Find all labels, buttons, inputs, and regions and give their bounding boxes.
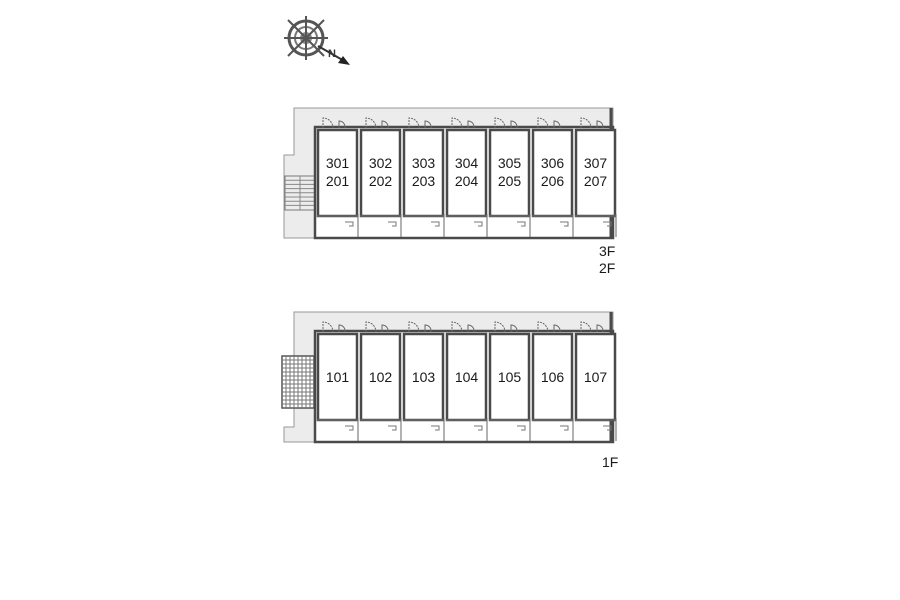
unit-number: 102 <box>369 369 393 385</box>
unit-107: 107 <box>574 321 617 441</box>
unit-106: 106 <box>531 321 574 441</box>
door-swing-icon <box>553 120 561 129</box>
unit-number-lower: 203 <box>412 173 436 189</box>
ac-unit-icon <box>345 221 354 227</box>
unit-number-upper: 307 <box>584 155 608 171</box>
ac-unit-icon <box>431 425 440 431</box>
unit-room-outline <box>445 128 488 218</box>
unit-number-upper: 304 <box>455 155 479 171</box>
unit-number-upper: 306 <box>541 155 565 171</box>
ac-unit-icon <box>603 425 612 431</box>
door-swing-icon <box>408 321 420 333</box>
unit-103: 103 <box>402 321 445 441</box>
lower-floor-block: 101 102 103 104 105 106 107 1F <box>281 311 618 470</box>
door-swing-icon <box>510 324 518 333</box>
unit-room-outline <box>316 332 359 422</box>
door-swing-icon <box>322 117 334 129</box>
ac-unit-icon <box>388 425 397 431</box>
unit-room-outline <box>531 128 574 218</box>
ac-unit-icon <box>345 425 354 431</box>
ac-unit-icon <box>431 221 440 227</box>
unit-room-outline <box>402 128 445 218</box>
door-swing-icon <box>580 321 592 333</box>
door-swing-icon <box>467 120 475 129</box>
unit-room-outline <box>445 332 488 422</box>
unit-number-upper: 301 <box>326 155 350 171</box>
unit-105: 105 <box>488 321 531 441</box>
floor-label-2f: 2F <box>599 260 615 276</box>
door-swing-icon <box>322 321 334 333</box>
unit-number: 104 <box>455 369 479 385</box>
unit-number-lower: 205 <box>498 173 522 189</box>
unit-number: 103 <box>412 369 436 385</box>
unit-number-lower: 202 <box>369 173 393 189</box>
unit-number: 107 <box>584 369 608 385</box>
door-swing-icon <box>553 324 561 333</box>
unit-room-outline <box>402 332 445 422</box>
door-swing-icon <box>494 321 506 333</box>
compass-north-letter: N <box>328 48 336 60</box>
floor-label-1f: 1F <box>602 454 618 470</box>
unit-number-lower: 207 <box>584 173 608 189</box>
upper-floor-block: 3012013022023032033042043052053062063072… <box>283 107 617 276</box>
unit-room-outline <box>316 128 359 218</box>
unit-room-outline <box>531 332 574 422</box>
unit-number-upper: 303 <box>412 155 436 171</box>
unit-room-outline <box>488 128 531 218</box>
door-swing-icon <box>338 324 346 333</box>
door-swing-icon <box>596 324 604 333</box>
lower-stair-grid <box>281 355 315 409</box>
unit-number: 105 <box>498 369 522 385</box>
unit-number-upper: 302 <box>369 155 393 171</box>
door-swing-icon <box>381 120 389 129</box>
unit-104: 104 <box>445 321 488 441</box>
door-swing-icon <box>424 120 432 129</box>
ac-unit-icon <box>517 221 526 227</box>
door-swing-icon <box>596 120 604 129</box>
door-swing-icon <box>451 321 463 333</box>
door-swing-icon <box>537 117 549 129</box>
door-swing-icon <box>510 120 518 129</box>
unit-room-outline <box>359 332 402 422</box>
door-swing-icon <box>424 324 432 333</box>
ac-unit-icon <box>560 425 569 431</box>
door-swing-icon <box>467 324 475 333</box>
unit-number-lower: 201 <box>326 173 350 189</box>
ac-unit-icon <box>474 425 483 431</box>
ac-unit-icon <box>560 221 569 227</box>
door-swing-icon <box>365 321 377 333</box>
ac-unit-icon <box>388 221 397 227</box>
door-swing-icon <box>451 117 463 129</box>
door-swing-icon <box>408 117 420 129</box>
unit-room-outline <box>574 128 617 218</box>
unit-number: 106 <box>541 369 565 385</box>
unit-number-lower: 204 <box>455 173 479 189</box>
door-swing-icon <box>494 117 506 129</box>
door-swing-icon <box>381 324 389 333</box>
unit-102: 102 <box>359 321 402 441</box>
door-swing-icon <box>537 321 549 333</box>
ac-unit-icon <box>603 221 612 227</box>
compass-rose-icon: N <box>284 16 350 65</box>
ac-unit-icon <box>474 221 483 227</box>
unit-number-lower: 206 <box>541 173 565 189</box>
floor-label-3f: 3F <box>599 243 615 259</box>
ac-unit-icon <box>517 425 526 431</box>
unit-number-upper: 305 <box>498 155 522 171</box>
door-swing-icon <box>365 117 377 129</box>
unit-101: 101 <box>316 321 359 441</box>
door-swing-icon <box>338 120 346 129</box>
door-swing-icon <box>580 117 592 129</box>
unit-number: 101 <box>326 369 350 385</box>
